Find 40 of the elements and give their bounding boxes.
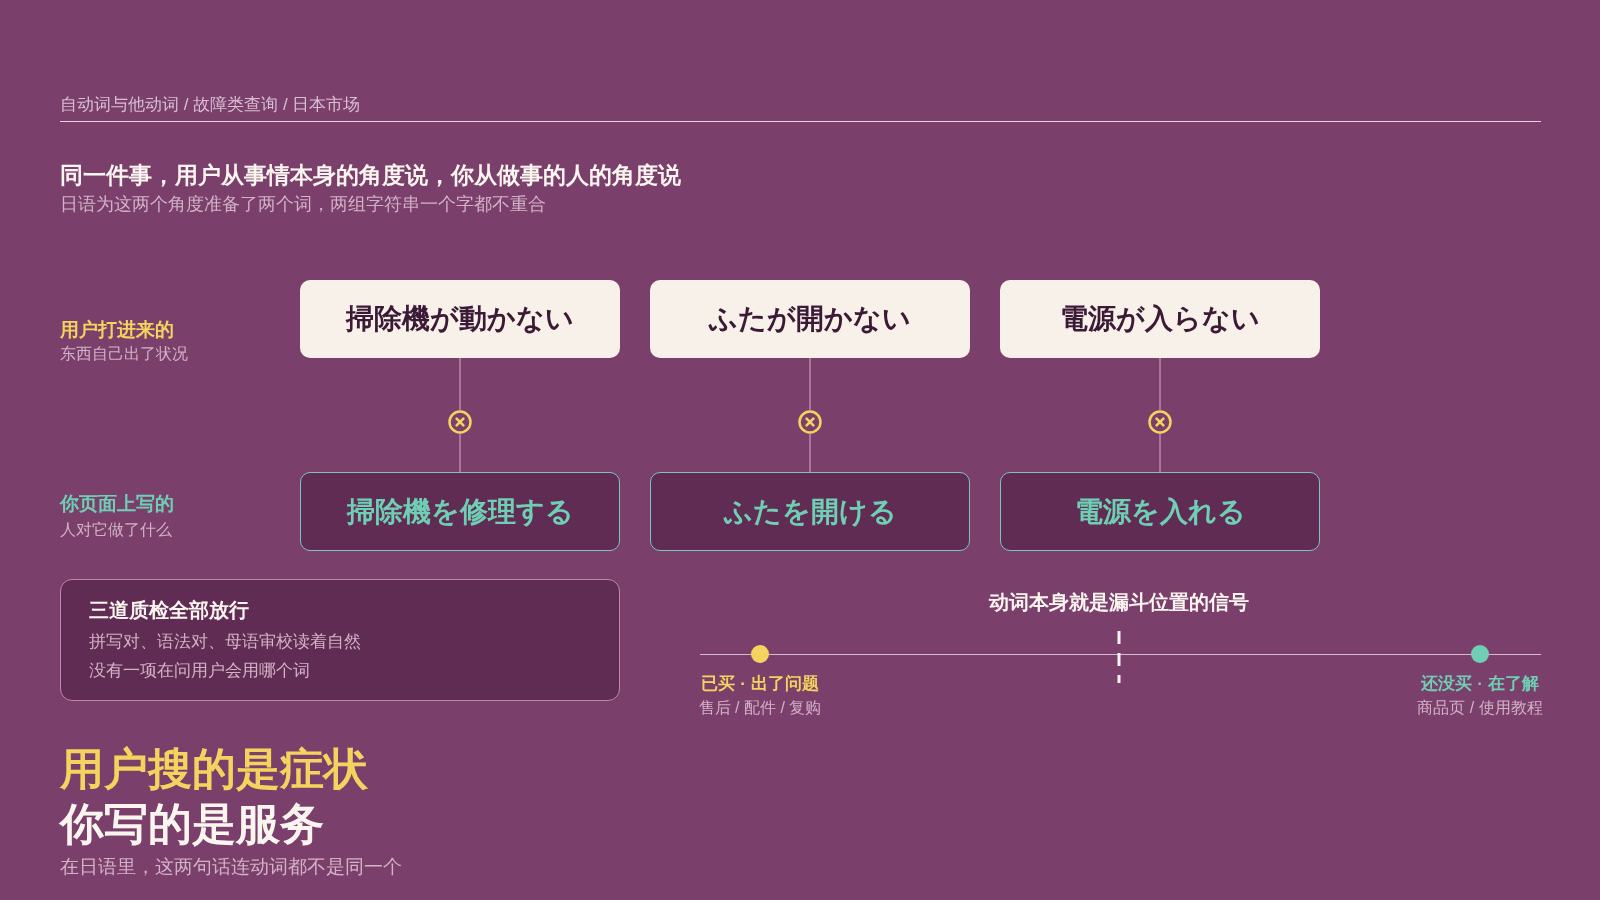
heading: 同一件事，用户从事情本身的角度说，你从做事的人的角度说 [60,161,681,190]
phrase-text: ふたが開かない [709,302,911,336]
panel-text: 拼写对、语法对、母语审校读着自然 [89,631,362,654]
info-panel [60,579,620,701]
x-circle-icon [1148,410,1172,434]
phrase-text: 掃除機が動かない [346,302,574,336]
subtitle: 日语为这两个角度准备了两个词，两组字符串一个字都不重合 [60,193,546,216]
phrase-text: 電源が入らない [1060,302,1260,336]
action-text: 電源を入れる [1074,494,1246,529]
action-card [650,472,970,551]
timeline-title: 动词本身就是漏斗位置的信号 [989,590,1249,615]
connector-line [459,433,461,473]
x-circle-icon [448,410,472,434]
breadcrumb: 自动词与他动词 / 故障类查询 / 日本市场 [60,94,361,116]
row-note: 东西自己出了状况 [60,344,188,364]
takeaway-note: 在日语里，这两句话连动词都不是同一个 [60,855,402,879]
connector-line [1159,433,1161,473]
stage-note: 售后 / 配件 / 复购 [698,698,822,718]
takeaway-heading: 你写的是服务 [60,798,324,850]
takeaway-heading: 用户搜的是症状 [60,743,368,795]
row-label: 用户打进来的 [60,318,174,342]
phrase-card [650,280,970,358]
x-circle-icon [798,410,822,434]
action-text: ふたを開ける [723,494,897,529]
panel-text: 没有一项在问用户会用哪个词 [89,659,311,682]
action-card [300,472,620,551]
stage-label: 还没买 · 在了解 [1421,673,1539,695]
connector-line [809,357,811,411]
row-label: 你页面上写的 [60,492,174,516]
connector-line [459,357,461,411]
stage-label: 已买 · 出了问题 [701,673,819,695]
panel-heading: 三道质检全部放行 [89,598,250,624]
row-note: 人对它做了什么 [60,520,172,540]
phrase-card [1000,280,1320,358]
connector-line [1159,357,1161,411]
action-card [1000,472,1320,551]
connector-line [809,433,811,473]
stage-note: 商品页 / 使用教程 [1417,698,1543,718]
action-text: 掃除機を修理する [346,494,574,529]
phrase-card [300,280,620,358]
